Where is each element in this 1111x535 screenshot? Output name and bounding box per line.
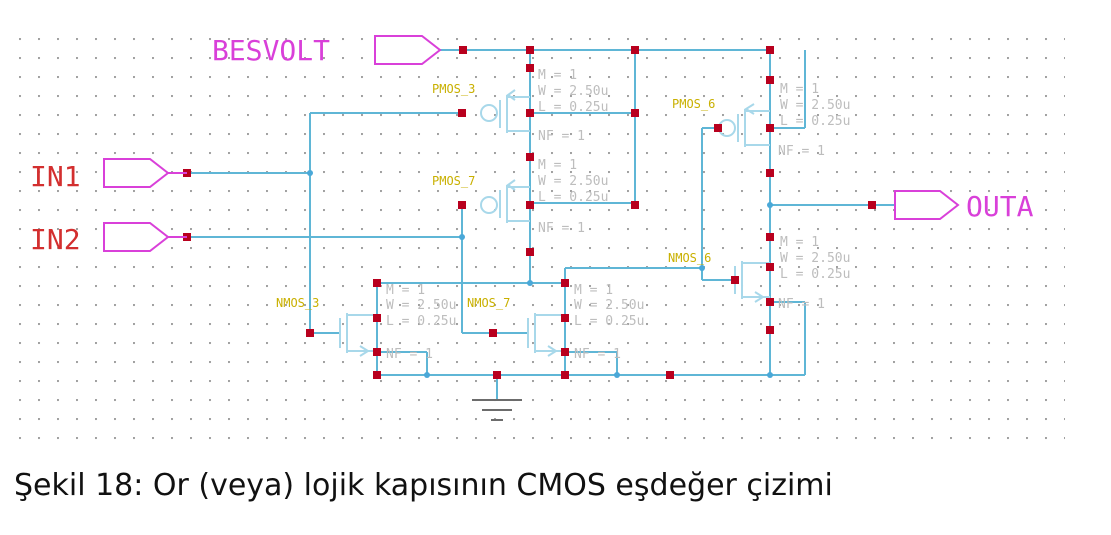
port-label-in2: IN2 bbox=[30, 223, 81, 256]
port-label-outa: OUTA bbox=[966, 190, 1034, 223]
param-m: M = 1 bbox=[386, 283, 425, 298]
device-name-nmos-7: NMOS_7 bbox=[467, 296, 510, 310]
param-w: W = 2.50u bbox=[574, 298, 644, 313]
port-label-besvolt: BESVOLT bbox=[212, 34, 330, 67]
device-name-nmos-6: NMOS_6 bbox=[668, 251, 711, 265]
param-m: M = 1 bbox=[780, 82, 819, 97]
pmos-6-symbol bbox=[718, 103, 770, 147]
device-name-pmos-6: PMOS_6 bbox=[672, 97, 715, 111]
param-nf: NF = 1 bbox=[574, 347, 621, 362]
param-l: L = 0.25u bbox=[574, 314, 644, 329]
cmos-or-gate-schematic: BESVOLT IN1 IN2 OUTA PMOS_3 M = 1 W = 2.… bbox=[15, 30, 1065, 440]
ground-symbol bbox=[472, 399, 522, 421]
param-w: W = 2.50u bbox=[538, 84, 608, 99]
pmos-7-labels: PMOS_7 M = 1 W = 2.50u L = 0.25u NF = 1 bbox=[432, 158, 608, 236]
param-nf: NF = 1 bbox=[386, 347, 433, 362]
pmos-3-labels: PMOS_3 M = 1 W = 2.50u L = 0.25u NF = 1 bbox=[432, 68, 608, 144]
param-w: W = 2.50u bbox=[538, 174, 608, 189]
param-l: L = 0.25u bbox=[780, 114, 850, 129]
param-nf: NF = 1 bbox=[778, 297, 825, 312]
param-w: W = 2.50u bbox=[780, 251, 850, 266]
port-in2: IN2 bbox=[30, 222, 187, 256]
nmos-7-labels: NMOS_7 M = 1 W = 2.50u L = 0.25u NF = 1 bbox=[467, 283, 644, 362]
param-l: L = 0.25u bbox=[538, 100, 608, 115]
device-name-pmos-7: PMOS_7 bbox=[432, 174, 475, 188]
param-m: M = 1 bbox=[538, 68, 577, 83]
pmos-6-labels: PMOS_6 M = 1 W = 2.50u L = 0.25u NF = 1 bbox=[672, 82, 850, 159]
port-label-in1: IN1 bbox=[30, 160, 81, 193]
figure-caption: Şekil 18: Or (veya) lojik kapısının CMOS… bbox=[14, 468, 833, 503]
nmos-7-symbol bbox=[527, 313, 565, 357]
nmos-3-labels: NMOS_3 M = 1 W = 2.50u L = 0.25u NF = 1 bbox=[276, 283, 456, 362]
nmos-6-symbol bbox=[734, 261, 770, 303]
param-nf: NF = 1 bbox=[778, 144, 825, 159]
nmos-6-labels: NMOS_6 M = 1 W = 2.50u L = 0.25u NF = 1 bbox=[668, 235, 850, 312]
param-m: M = 1 bbox=[538, 158, 577, 173]
param-l: L = 0.25u bbox=[780, 267, 850, 282]
param-nf: NF = 1 bbox=[538, 129, 585, 144]
device-name-nmos-3: NMOS_3 bbox=[276, 296, 319, 310]
device-name-pmos-3: PMOS_3 bbox=[432, 82, 475, 96]
param-m: M = 1 bbox=[574, 283, 613, 298]
wire-junctions bbox=[307, 170, 773, 378]
param-w: W = 2.50u bbox=[386, 298, 456, 313]
param-nf: NF = 1 bbox=[538, 221, 585, 236]
param-l: L = 0.25u bbox=[538, 190, 608, 205]
pmos-3-symbol bbox=[480, 89, 530, 133]
port-outa: OUTA bbox=[894, 190, 1034, 223]
param-m: M = 1 bbox=[780, 235, 819, 250]
pmos-7-symbol bbox=[480, 179, 530, 223]
nmos-3-symbol bbox=[339, 313, 377, 357]
param-l: L = 0.25u bbox=[386, 314, 456, 329]
param-w: W = 2.50u bbox=[780, 98, 850, 113]
port-besvolt: BESVOLT bbox=[212, 34, 442, 67]
port-in1: IN1 bbox=[30, 158, 187, 193]
